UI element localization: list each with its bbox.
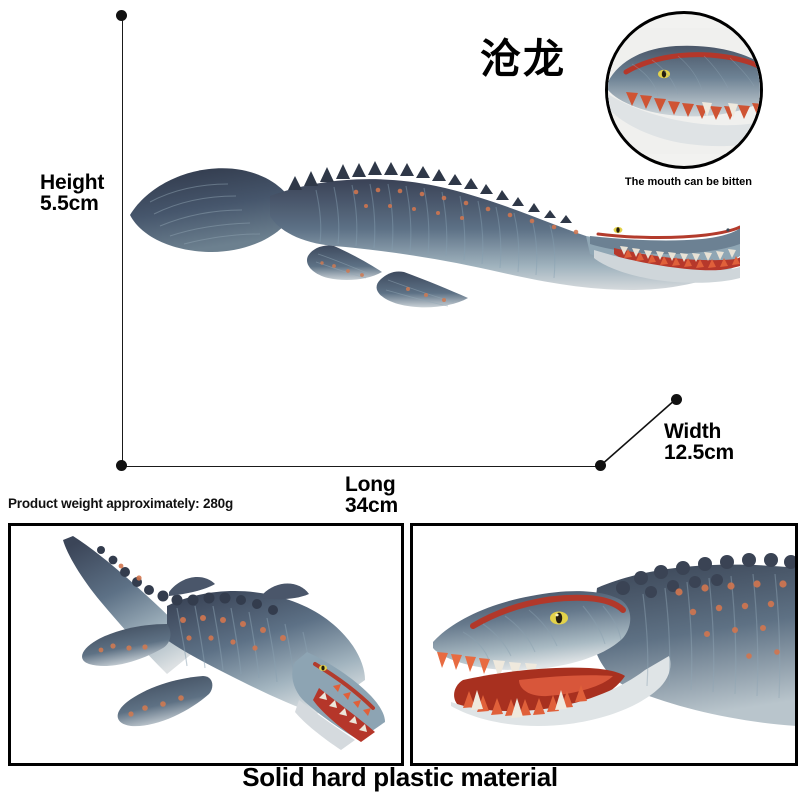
mouth-feature-caption: The mouth can be bitten [624, 176, 752, 188]
height-dimension-label: Height 5.5cm [40, 172, 104, 215]
mosasaurus-figure-angled [17, 528, 395, 760]
height-label-text: Height [40, 171, 105, 194]
length-dimension-line [122, 465, 601, 468]
mosasaurus-head-closeup [608, 28, 760, 154]
length-label-text: Long [345, 473, 396, 496]
height-dimension-line [121, 15, 124, 466]
product-weight-note: Product weight approximately: 280g [8, 496, 234, 511]
product-photo-head-closeup [410, 523, 798, 766]
length-end-dot [595, 460, 606, 471]
width-value-text: 12.5cm [664, 441, 735, 465]
mosasaurus-figure-main [130, 161, 740, 308]
width-dimension-line [599, 398, 677, 467]
width-end-dot [671, 394, 682, 405]
mosasaurus-head-detail [413, 530, 795, 758]
length-dimension-label: Long 34cm [345, 474, 398, 517]
height-top-dot [116, 10, 127, 21]
mouth-feature-inset [605, 11, 763, 169]
product-photo-full-body [8, 523, 404, 766]
length-value-text: 34cm [345, 494, 398, 518]
material-caption: Solid hard plastic material [242, 762, 558, 792]
height-value-text: 5.5cm [40, 192, 99, 216]
width-dimension-label: Width 12.5cm [664, 421, 734, 464]
width-label-text: Width [664, 420, 722, 443]
origin-dot [116, 460, 127, 471]
product-name-chinese: 沧龙 [480, 35, 566, 83]
